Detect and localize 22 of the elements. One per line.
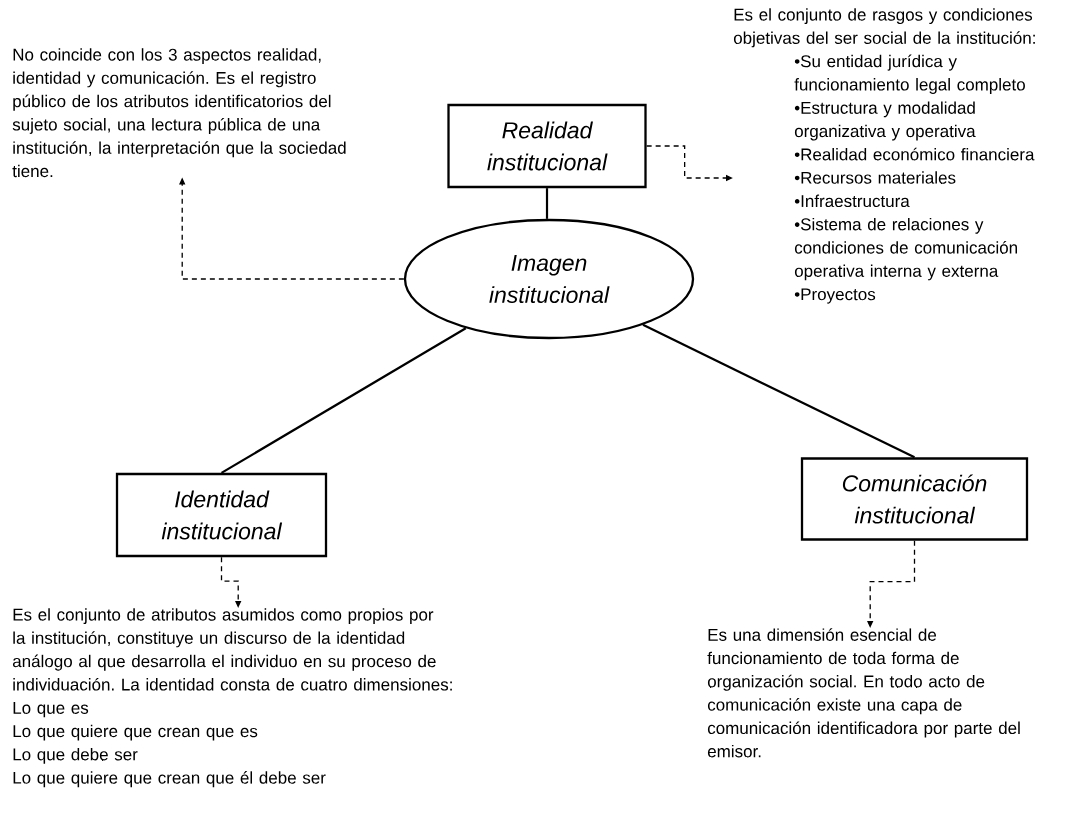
bullet-item: •Su entidad jurídica y funcionamiento legal completo <box>794 54 1025 94</box>
bullet-item: •Infraestructura <box>794 194 910 208</box>
list-line: Lo que debe ser <box>13 748 138 764</box>
bullet-item: •Estructura y modalidad organizativa y operativa <box>794 101 976 141</box>
description-text: Es una dimensión esencial de funcionamiento de toda forma de organización social. En todo acto de comunicación existe una capa de comunicación identificadora por parte del emisor. <box>707 628 1020 758</box>
bullet-item: •Proyectos <box>794 288 876 304</box>
description-text: No coincide con los 3 aspectos realidad, identidad y comunicación. Es el registro público de los atributos identificatorios del sujeto social, una lectura pública de una institución, la interpretación que la sociedad tiene. <box>12 48 346 178</box>
concept-box: Realidad institucional <box>447 103 647 189</box>
bullet-item: •Sistema de relaciones y condiciones de comunicación operativa interna y externa <box>794 217 1017 281</box>
concept-box: Identidad institucional <box>115 472 328 558</box>
connector-line <box>545 188 549 219</box>
list-line: Lo que quiere que crean que él debe ser <box>13 771 326 788</box>
ellipse-node: Imagen institucional <box>403 218 695 340</box>
connector-line <box>642 323 915 459</box>
concept-box: Comunicación institucional <box>800 457 1029 541</box>
list-line: Lo que es <box>13 702 89 718</box>
description-text: Es el conjunto de rasgos y condiciones objetivas del ser social de la institución: <box>733 8 1035 48</box>
bullet-item: •Recursos materiales <box>794 171 956 184</box>
list-line: Lo que quiere que crean que es <box>13 724 258 741</box>
connector-line <box>220 327 467 474</box>
description-text: Es el conjunto de atributos asumidos como propios por la institución, constituye un discurso de la identidad análogo al que desarrolla el individuo en su proceso de individuación. La identidad consta de cuatro dimensiones: <box>12 608 452 691</box>
bullet-item: •Realidad económico financiera <box>794 147 1035 161</box>
